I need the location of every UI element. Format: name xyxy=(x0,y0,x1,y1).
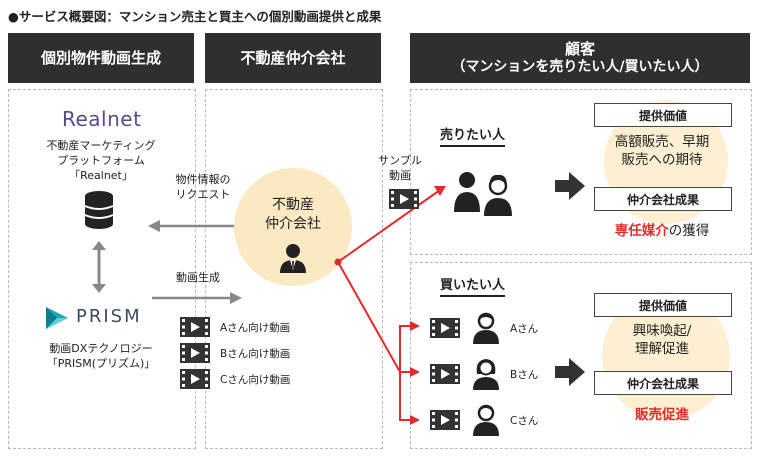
seller-heading: 売りたい人 xyxy=(440,128,506,147)
buyer-name: Cさん xyxy=(510,415,539,427)
column-header-agency: 不動産仲介会社 xyxy=(205,33,381,83)
video-list: Aさん向け動画 Bさん向け動画 Cさん向け動画 xyxy=(180,314,360,392)
video-file-icon xyxy=(180,317,210,337)
businessperson-icon xyxy=(280,244,306,273)
bidirectional-arrow-icon xyxy=(92,241,106,293)
agency-label-line: 仲介会社 xyxy=(265,215,321,232)
buyer-result-label: 仲介会社成果 xyxy=(594,371,732,395)
video-list-item: Bさん向け動画 xyxy=(180,340,360,366)
agency-label: 不動産 仲介会社 xyxy=(234,196,352,234)
request-arrow-icon xyxy=(148,220,238,232)
prism-desc-line: 「PRISM(プリズム)」 xyxy=(46,356,156,370)
seller-result-highlight: 専任媒介 xyxy=(614,223,669,239)
seller-people-icon xyxy=(454,172,512,216)
seller-result-text: 専任媒介の獲得 xyxy=(594,219,730,239)
generate-label: 動画生成 xyxy=(176,271,220,284)
buyer-value-line: 興味喚起/ xyxy=(632,323,692,339)
database-icon xyxy=(84,191,114,229)
buyer-name: Aさん xyxy=(510,323,539,335)
realnet-desc-line: プラットフォーム xyxy=(57,153,145,167)
video-file-icon xyxy=(180,343,210,363)
sample-label-line: 動画 xyxy=(389,168,411,182)
generate-arrow-icon xyxy=(152,292,242,304)
column-header-video-generation: 個別物件動画生成 xyxy=(8,33,194,83)
seller-value-label: 提供価値 xyxy=(594,103,732,127)
video-list-item: Cさん向け動画 xyxy=(180,366,360,392)
video-file-icon xyxy=(430,318,460,338)
seller-result-label: 仲介会社成果 xyxy=(594,187,732,211)
buyer-value-label: 提供価値 xyxy=(594,293,732,317)
realnet-desc-line: 「Realnet」 xyxy=(69,168,133,182)
buyer-result-highlight: 販売促進 xyxy=(635,407,689,423)
page-title: ●サービス概要図：マンション売主と買主への個別動画提供と成果 xyxy=(8,9,382,24)
buyer-result-text: 販売促進 xyxy=(594,403,730,423)
sample-video-icon xyxy=(389,189,419,209)
person-icon xyxy=(473,312,499,344)
buyer-arrow-icon xyxy=(555,358,585,386)
request-label-line: リクエスト xyxy=(175,187,231,201)
column-header-label: 個別物件動画生成 xyxy=(40,48,161,67)
panel-video-generation xyxy=(8,89,196,449)
sample-label-line: サンプル xyxy=(378,154,422,167)
realnet-description: 不動産マーケティング プラットフォーム 「Realnet」 xyxy=(8,139,194,184)
sample-label: サンプル 動画 xyxy=(367,154,433,184)
prism-desc-line: 動画DXテクノロジー xyxy=(49,342,153,355)
seller-value-text: 高額販売、早期 販売への期待 xyxy=(594,133,730,169)
seller-arrow-icon xyxy=(555,172,585,200)
prism-description: 動画DXテクノロジー 「PRISM(プリズム)」 xyxy=(8,342,194,372)
column-header-customer: 顧客 （マンションを売りたい人/買いたい人） xyxy=(410,33,750,83)
video-list-item: Aさん向け動画 xyxy=(180,314,360,340)
buyer-value-line: 理解促進 xyxy=(635,341,689,358)
prism-logo-icon xyxy=(46,307,68,329)
video-label: Bさん向け動画 xyxy=(220,347,291,360)
request-label: 物件情報の リクエスト xyxy=(158,173,248,203)
prism-logo: PRISM xyxy=(76,306,142,327)
seller-value-line: 高額販売、早期 xyxy=(614,134,710,150)
person-icon xyxy=(473,359,499,390)
buyer-name: Bさん xyxy=(510,369,539,381)
video-file-icon xyxy=(180,369,210,389)
column-header-label: 顧客 xyxy=(564,39,595,58)
buyer-heading: 買いたい人 xyxy=(440,278,506,297)
buyer-value-text: 興味喚起/ 理解促進 xyxy=(594,322,730,358)
realnet-logo: Realnet xyxy=(62,107,142,131)
video-file-icon xyxy=(430,410,460,430)
video-label: Aさん向け動画 xyxy=(220,321,291,334)
request-label-line: 物件情報の xyxy=(175,173,231,186)
video-file-icon xyxy=(430,364,460,384)
person-icon xyxy=(473,404,499,436)
column-header-sublabel: （マンションを売りたい人/買いたい人） xyxy=(451,58,709,75)
column-header-label: 不動産仲介会社 xyxy=(240,48,346,67)
video-label: Cさん向け動画 xyxy=(220,373,291,386)
seller-value-line: 販売への期待 xyxy=(621,152,703,169)
agency-label-line: 不動産 xyxy=(272,197,314,213)
realnet-desc-line: 不動産マーケティング xyxy=(46,139,156,152)
seller-result-rest: の獲得 xyxy=(668,223,710,239)
